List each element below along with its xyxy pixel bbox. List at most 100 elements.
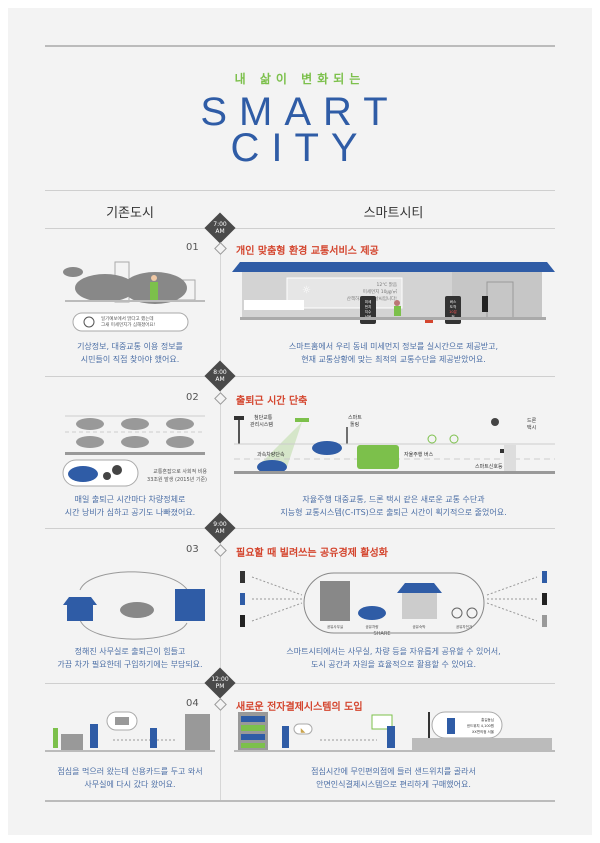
subtitle: 내 삶이 변화되는	[234, 72, 366, 86]
commute-loop-illustration	[63, 571, 205, 640]
forgot-card-illustration	[45, 711, 215, 752]
svg-text:33조원 발생 (2015년 기준): 33조원 발생 (2015년 기준)	[147, 476, 207, 483]
top-rule	[45, 45, 555, 47]
svg-text:스마트신호등: 스마트신호등	[475, 463, 503, 470]
svg-text:첨단교통: 첨단교통	[254, 414, 273, 421]
svg-text:12℃ 맑음: 12℃ 맑음	[377, 281, 398, 288]
svg-text:과속차량단속: 과속차량단속	[257, 451, 285, 458]
cashier-icon	[53, 728, 58, 748]
people-icons	[240, 571, 547, 627]
svg-text:택시: 택시	[527, 424, 536, 431]
credit-card-icon	[115, 717, 129, 725]
autonomous-bus-icon	[357, 445, 399, 469]
checkout-counter	[412, 738, 552, 750]
section-number: 03	[186, 544, 199, 555]
svg-text:전: 전	[451, 314, 454, 319]
smart-city-caption: 스마트홈에서 우리 동네 미세먼지 정보를 실시간으로 제공받고,현재 교통상황…	[288, 342, 499, 364]
house-icon	[63, 597, 97, 605]
divider	[45, 190, 555, 191]
section-title: 출퇴근 시간 단축	[236, 396, 308, 407]
svg-text:버스: 버스	[450, 299, 457, 304]
drone-icon	[295, 418, 309, 422]
car-icon	[257, 460, 287, 474]
sun-icon: ☼	[302, 285, 311, 296]
shared-office-icon	[320, 581, 350, 621]
cctv-icon	[238, 416, 240, 444]
svg-text:XX편의점 서울: XX편의점 서울	[472, 729, 495, 734]
svg-text:낮음: 낮음	[365, 314, 372, 319]
counter-icon	[61, 734, 83, 750]
column-heading-smart-city: 스마트시티	[363, 206, 424, 221]
car-icon	[120, 602, 154, 618]
svg-text:미세먼지 10㎍/㎥: 미세먼지 10㎍/㎥	[363, 288, 398, 296]
shared-car-icon	[358, 606, 386, 620]
section-title: 새로운 전자결제시스템의 도입	[236, 702, 363, 713]
existing-city-fine-dust-illustration: 일기예보에서 맑다고 했는데 그새 미세먼지가 심해졌어요!	[63, 261, 205, 332]
column-heading-existing-city: 기존도시	[106, 206, 154, 221]
svg-text:일기예보에서 맑다고 했는데: 일기예보에서 맑다고 했는데	[101, 315, 154, 322]
title-city: CITY	[230, 126, 370, 170]
section-number: 02	[186, 392, 199, 403]
section-number: 01	[186, 242, 199, 253]
exhaust-icon	[103, 472, 111, 480]
car-icon	[68, 466, 98, 482]
svg-text:공유자전거: 공유자전거	[456, 624, 472, 629]
face-scanner-icon	[371, 714, 393, 730]
worried-person-icon	[90, 724, 98, 748]
shared-bicycle-icon	[451, 607, 463, 619]
business-person-icon	[482, 296, 488, 312]
smart-city-caption: 스마트시티에서는 사무실, 차량 등을 자유롭게 공유할 수 있어서,도시 공간…	[286, 647, 501, 669]
crosswalk	[504, 445, 516, 471]
wall-projection-screen	[286, 277, 403, 309]
car-icon	[312, 441, 342, 455]
svg-text:샌드위치 4,100원: 샌드위치 4,100원	[467, 723, 494, 728]
smart-traffic-illustration: 첨단교통 관리시스템 스마트 톨링 드론 택시 과속차량단속 자율주행 버스 스…	[234, 414, 555, 474]
section-title: 필요할 때 빌려쓰는 공유경제 활성화	[236, 548, 388, 559]
svg-text:지수: 지수	[365, 309, 372, 314]
face-payment-illustration: ◣ 홍길동님 샌드위치 4,100원 XX편의점 서울	[234, 711, 555, 752]
divider	[45, 528, 555, 529]
running-person-icon	[150, 728, 157, 748]
customer-icon	[387, 726, 395, 748]
svg-text:먼지: 먼지	[365, 304, 371, 309]
svg-text:관리시스템: 관리시스템	[250, 421, 273, 428]
shared-house-icon	[397, 583, 442, 593]
jogging-person-icon	[394, 300, 400, 306]
svg-text:스마트: 스마트	[348, 414, 362, 421]
sharing-economy-illustration: 공유사무실 공유차량 공유숙박 공유자전거 SHARE	[240, 571, 547, 637]
svg-text:10분: 10분	[449, 309, 457, 314]
divider	[45, 683, 555, 684]
bicycle-icon	[449, 434, 459, 444]
bottom-rule	[45, 800, 555, 802]
person-icon	[151, 275, 157, 281]
car-icons	[76, 418, 194, 448]
svg-text:SHARE: SHARE	[374, 631, 391, 637]
bed-icon	[244, 300, 304, 310]
dog-icon	[425, 318, 433, 323]
traffic-jam-illustration: 교통혼잡으로 사회적 비용 33조원 발생 (2015년 기준)	[62, 415, 207, 487]
svg-text:홍길동님: 홍길동님	[481, 717, 494, 722]
account-holder-icon	[447, 718, 455, 734]
divider	[45, 376, 555, 377]
divider	[45, 228, 555, 229]
svg-text:공유차량: 공유차량	[366, 624, 380, 629]
office-building-icon	[175, 589, 205, 621]
svg-text:공유숙박: 공유숙박	[413, 624, 427, 629]
svg-text:드론: 드론	[527, 418, 537, 424]
title-smart: SMART	[200, 90, 400, 134]
sandwich-icon: ◣	[301, 727, 306, 734]
drone-taxi-icon	[491, 418, 499, 426]
smart-home-illustration: ☼ 12℃ 맑음 미세먼지 10㎍/㎥ 산책하기 좋은 날씨입니다! 미세 먼지…	[232, 262, 555, 324]
svg-text:공유사무실: 공유사무실	[327, 624, 343, 629]
section-number: 04	[186, 698, 199, 709]
